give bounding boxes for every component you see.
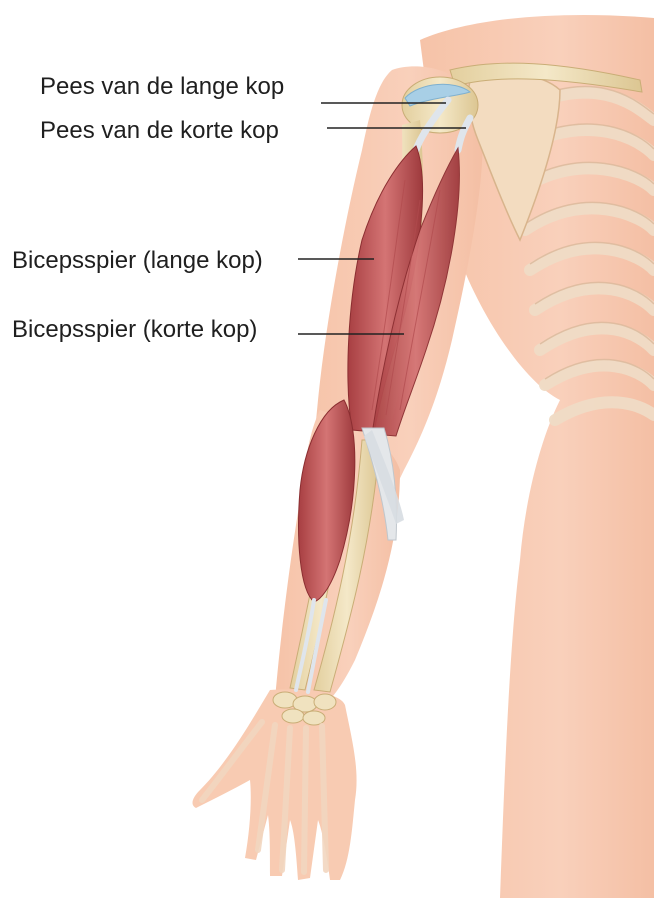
label-short-head-tendon: Pees van de korte kop bbox=[40, 119, 279, 143]
label-biceps-long-head: Bicepsspier (lange kop) bbox=[12, 249, 263, 273]
label-biceps-short-head: Bicepsspier (korte kop) bbox=[12, 318, 257, 342]
label-long-head-tendon: Pees van de lange kop bbox=[40, 75, 284, 99]
